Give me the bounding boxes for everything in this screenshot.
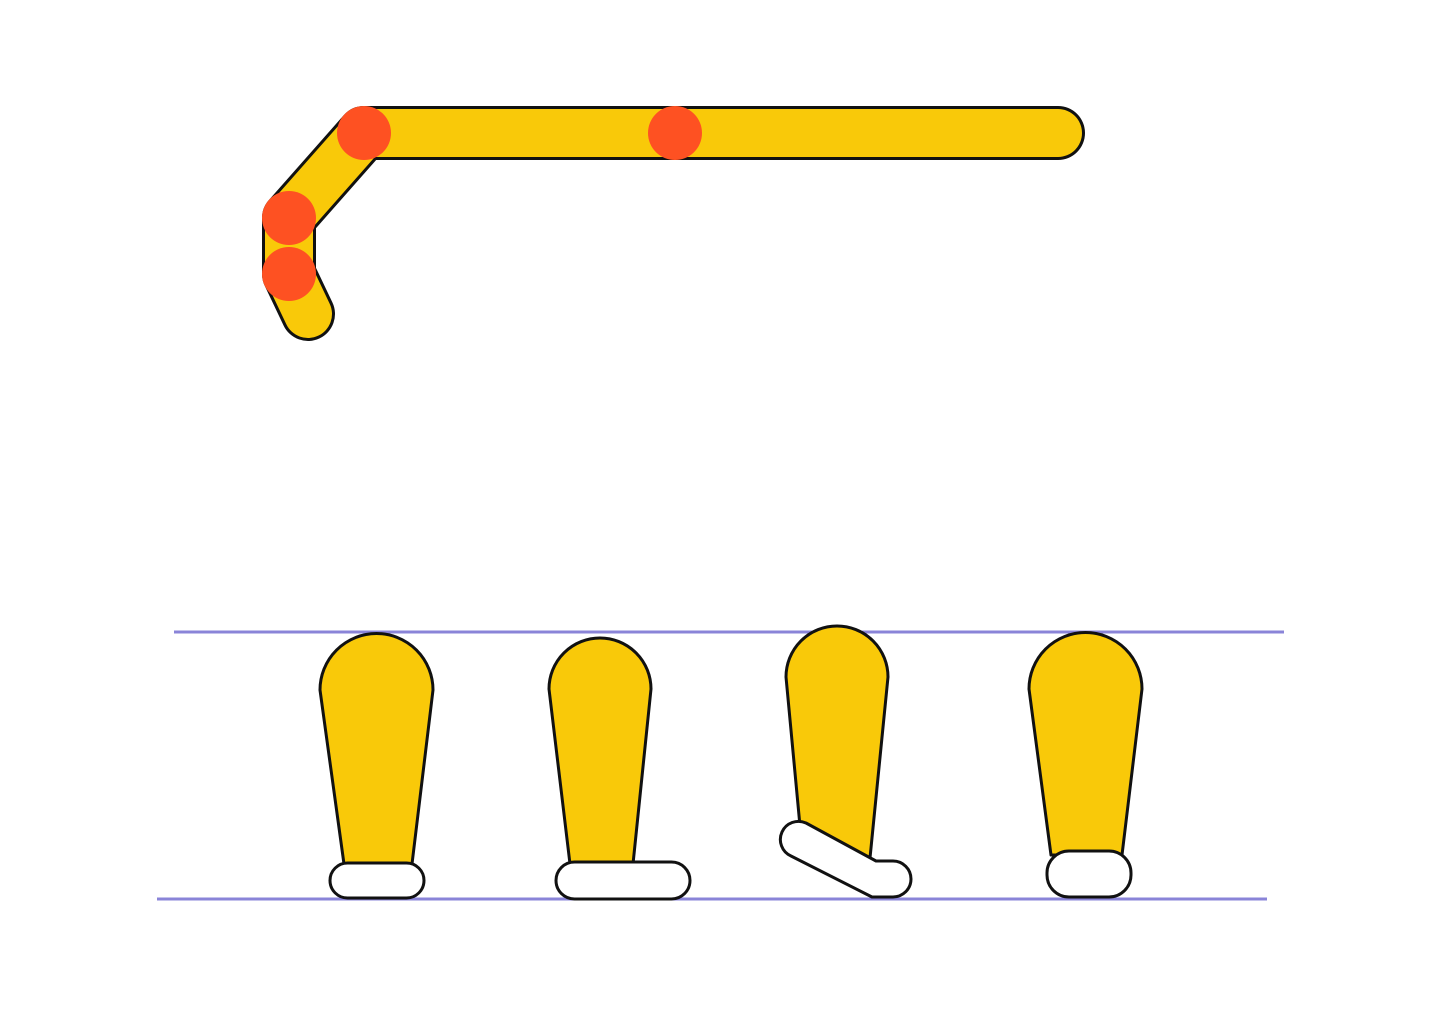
joint-wrist[interactable] bbox=[262, 247, 316, 301]
leg-2-foot bbox=[554, 860, 692, 901]
leg-1-foot bbox=[328, 861, 426, 900]
leg-3-body bbox=[784, 624, 890, 860]
joint-mid[interactable] bbox=[648, 106, 702, 160]
joint-shoulder[interactable] bbox=[337, 106, 391, 160]
leg-3-foot bbox=[778, 819, 913, 899]
limb-rig bbox=[262, 106, 1085, 341]
leg-4-body bbox=[1027, 631, 1144, 857]
leg-3 bbox=[778, 624, 913, 899]
leg-1-body bbox=[318, 632, 435, 866]
joint-elbow[interactable] bbox=[262, 191, 316, 245]
limb-rig-outline bbox=[262, 106, 1085, 341]
leg-2-body bbox=[547, 636, 653, 866]
leg-4-foot bbox=[1045, 849, 1133, 899]
leg-2 bbox=[547, 636, 692, 901]
leg-1 bbox=[318, 632, 435, 900]
limb-rig-body bbox=[265, 109, 1082, 338]
leg-4 bbox=[1027, 631, 1144, 899]
